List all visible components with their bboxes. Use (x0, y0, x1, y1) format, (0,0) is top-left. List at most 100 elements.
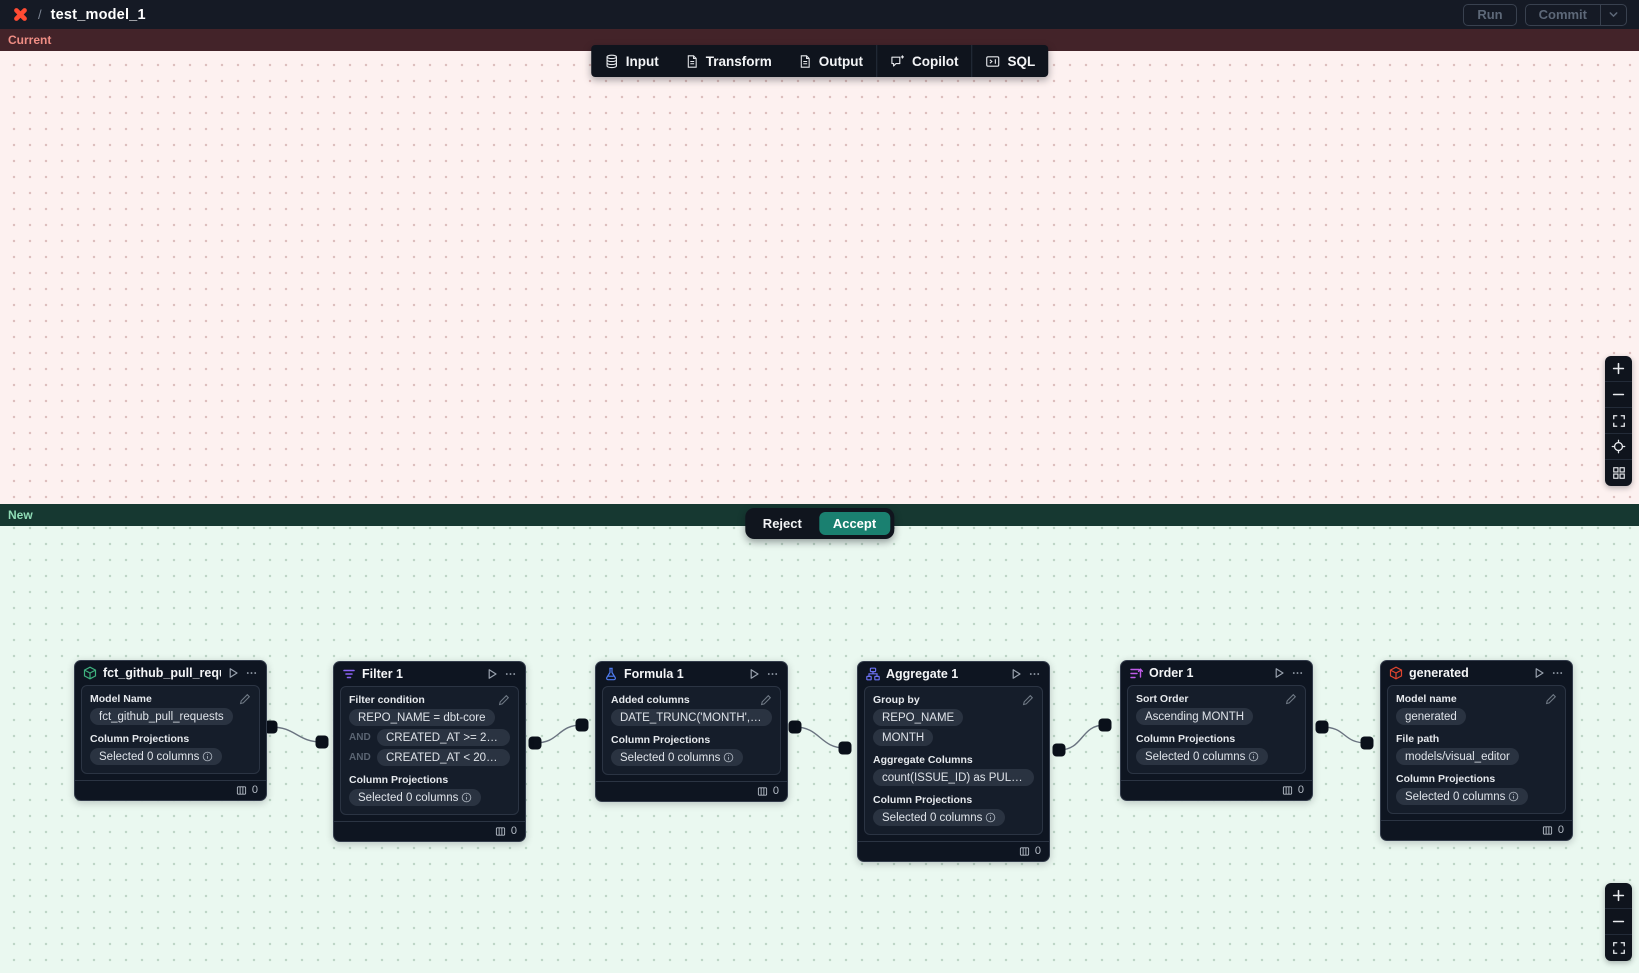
filter-condition-pill[interactable]: CREATED_AT >= 2024-12-01 (377, 729, 510, 746)
edge (1058, 724, 1106, 751)
field-label: File path (1396, 732, 1440, 745)
node-title: generated (1409, 666, 1469, 680)
play-icon[interactable] (486, 668, 498, 680)
toolbar-item-sql[interactable]: SQL (973, 45, 1049, 77)
info-icon (1509, 791, 1519, 801)
more-ellipsis-icon[interactable] (245, 667, 258, 679)
reject-button[interactable]: Reject (749, 512, 816, 535)
info-icon (986, 812, 996, 822)
edit-pencil-icon[interactable] (1545, 693, 1557, 705)
connection-handle (575, 718, 589, 732)
column-projections-pill[interactable]: Selected 0 columns (1136, 748, 1269, 765)
new-canvas[interactable]: Reject Accept (0, 508, 1639, 973)
edit-pencil-icon[interactable] (1022, 694, 1034, 706)
formula-pill[interactable]: DATE_TRUNC('MONTH', CREATED_AT… (611, 709, 772, 726)
row-count: 0 (510, 825, 517, 837)
current-banner-label: Current (8, 33, 52, 47)
toolbar-item-input[interactable]: Input (591, 45, 672, 77)
formula-flask-icon (604, 667, 618, 681)
connection-handle (1098, 718, 1112, 732)
node-order-1[interactable]: Order 1 Sort Order Ascending MONTH (1120, 660, 1313, 801)
commit-button[interactable]: Commit (1524, 3, 1627, 26)
table-columns-icon (495, 826, 505, 836)
connection-handle (315, 735, 329, 749)
zoom-out-icon[interactable] (1605, 382, 1632, 408)
more-ellipsis-icon[interactable] (1551, 667, 1564, 679)
column-projections-pill[interactable]: Selected 0 columns (873, 809, 1006, 826)
model-cube-icon (1389, 666, 1403, 680)
chevron-down-icon[interactable] (1601, 9, 1626, 20)
tiles-icon[interactable] (1605, 460, 1632, 486)
new-view-controls (1605, 883, 1632, 961)
field-label: Aggregate Columns (873, 753, 973, 766)
edge (534, 724, 583, 744)
edit-pencil-icon[interactable] (1285, 693, 1297, 705)
group-by-pill[interactable]: MONTH (873, 729, 934, 746)
edge (1321, 726, 1368, 744)
toolbar-item-transform[interactable]: Transform (672, 45, 785, 77)
more-ellipsis-icon[interactable] (504, 668, 517, 680)
file-path-pill[interactable]: models/visual_editor (1396, 748, 1519, 765)
connection-handle (1052, 743, 1066, 757)
value-pill[interactable]: fct_github_pull_requests (90, 708, 233, 725)
field-label: Filter condition (349, 693, 425, 706)
toolbar-item-output[interactable]: Output (785, 45, 876, 77)
table-columns-icon (1542, 825, 1552, 835)
toolbar-item-copilot[interactable]: Copilot (877, 45, 972, 77)
and-operator: AND (349, 752, 371, 763)
edge (270, 726, 323, 743)
more-ellipsis-icon[interactable] (1291, 667, 1304, 679)
node-formula-1[interactable]: Formula 1 Added columns DATE_TRUNC (595, 661, 788, 802)
play-icon[interactable] (1010, 668, 1022, 680)
more-ellipsis-icon[interactable] (1028, 668, 1041, 680)
node-filter-1[interactable]: Filter 1 Filter condition REPO_NAM (333, 661, 526, 842)
locate-icon[interactable] (1605, 434, 1632, 460)
filter-condition-pill[interactable]: REPO_NAME = dbt-core (349, 709, 495, 726)
column-projections-pill[interactable]: Selected 0 columns (90, 748, 223, 765)
group-by-pill[interactable]: REPO_NAME (873, 709, 964, 726)
aggregate-column-pill[interactable]: count(ISSUE_ID) as PULL_REQUEST_… (873, 769, 1034, 786)
more-ellipsis-icon[interactable] (766, 668, 779, 680)
table-columns-icon (757, 786, 767, 796)
node-title: Formula 1 (624, 667, 684, 681)
connection-handle (788, 720, 802, 734)
filter-condition-pill[interactable]: CREATED_AT < 2025-03-01 (377, 749, 510, 766)
copilot-chat-icon (890, 54, 905, 69)
zoom-in-icon[interactable] (1605, 883, 1632, 909)
play-icon[interactable] (748, 668, 760, 680)
node-title: fct_github_pull_requests (103, 666, 221, 680)
run-button[interactable]: Run (1463, 3, 1517, 26)
field-label: Column Projections (90, 732, 190, 745)
node-palette-toolbar: Input Transform Output Copilot (590, 45, 1049, 77)
column-projections-pill[interactable]: Selected 0 columns (349, 789, 482, 806)
node-fct-github-pull-requests[interactable]: fct_github_pull_requests Model Name (74, 660, 267, 801)
play-icon[interactable] (1273, 667, 1285, 679)
node-title: Aggregate 1 (886, 667, 959, 681)
current-view-controls (1605, 356, 1632, 486)
sort-order-pill[interactable]: Ascending MONTH (1136, 708, 1254, 725)
current-canvas[interactable]: Input Transform Output Copilot (0, 45, 1639, 504)
zoom-out-icon[interactable] (1605, 909, 1632, 935)
diff-actions: Reject Accept (744, 508, 895, 539)
column-projections-pill[interactable]: Selected 0 columns (1396, 788, 1529, 805)
field-label: Model Name (90, 692, 152, 705)
field-label: Column Projections (1396, 772, 1496, 785)
play-icon[interactable] (227, 667, 239, 679)
field-label: Column Projections (1136, 732, 1236, 745)
node-aggregate-1[interactable]: Aggregate 1 Group by REPO_NAME (857, 661, 1050, 862)
table-columns-icon (236, 785, 246, 795)
edit-pencil-icon[interactable] (760, 694, 772, 706)
edit-pencil-icon[interactable] (498, 694, 510, 706)
fit-view-icon[interactable] (1605, 935, 1632, 961)
node-title: Filter 1 (362, 667, 403, 681)
model-name-pill[interactable]: generated (1396, 708, 1466, 725)
node-generated[interactable]: generated Model name generated (1380, 660, 1573, 841)
edit-pencil-icon[interactable] (239, 693, 251, 705)
dbt-logo[interactable] (12, 6, 29, 23)
zoom-in-icon[interactable] (1605, 356, 1632, 382)
accept-button[interactable]: Accept (818, 512, 891, 535)
play-icon[interactable] (1533, 667, 1545, 679)
fit-view-icon[interactable] (1605, 408, 1632, 434)
column-projections-pill[interactable]: Selected 0 columns (611, 749, 744, 766)
